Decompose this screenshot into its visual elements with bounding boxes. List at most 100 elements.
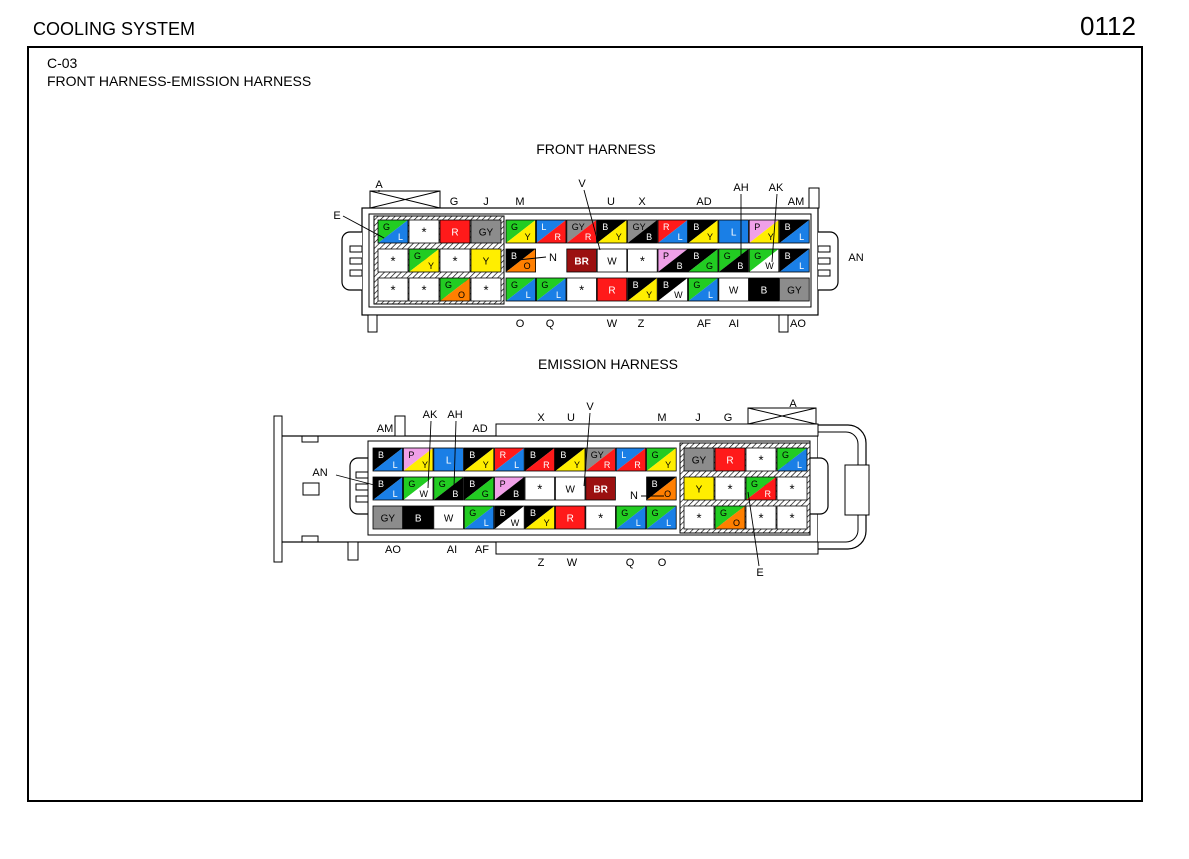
emission-label-m: M <box>657 412 666 424</box>
svg-text:L: L <box>393 460 398 470</box>
emission-terminal-r2-c13: GR <box>745 476 777 501</box>
emission-terminal-r3-c6: BY <box>524 505 556 530</box>
front-terminal-r3-c6: GL <box>536 277 567 302</box>
svg-text:B: B <box>415 514 422 525</box>
svg-text:R: R <box>543 460 550 470</box>
page-title: COOLING SYSTEM <box>33 19 196 39</box>
front-label-j: J <box>483 196 489 208</box>
svg-text:B: B <box>511 251 517 261</box>
front-label-w: W <box>607 318 618 330</box>
svg-text:Y: Y <box>616 232 622 242</box>
svg-text:G: G <box>445 280 452 290</box>
svg-text:Y: Y <box>483 257 490 268</box>
front-terminal-r3-c10: BW <box>657 277 689 302</box>
svg-text:L: L <box>621 450 626 460</box>
svg-text:*: * <box>421 225 426 240</box>
svg-text:O: O <box>733 518 740 528</box>
emission-terminal-r2-c7: W <box>555 476 586 501</box>
front-terminal-r1-c5: GY <box>505 219 537 244</box>
svg-text:B: B <box>469 479 475 489</box>
front-terminal-r1-c13: PY <box>748 219 780 244</box>
emission-terminal-r3-c9: GL <box>615 505 647 530</box>
svg-text:B: B <box>737 261 743 271</box>
svg-text:Y: Y <box>428 261 434 271</box>
front-terminal-r2-c14: BL <box>779 248 810 273</box>
svg-text:W: W <box>444 514 454 525</box>
front-label-ah: AH <box>733 182 748 194</box>
emission-terminal-r2-c14: * <box>776 476 808 501</box>
svg-text:*: * <box>696 511 701 526</box>
svg-text:R: R <box>663 222 670 232</box>
svg-text:G: G <box>754 251 761 261</box>
emission-terminal-r1-c2: PY <box>402 447 434 472</box>
svg-text:P: P <box>500 479 506 489</box>
front-label-z: Z <box>638 318 645 330</box>
emission-terminal-r1-c13: * <box>745 447 777 472</box>
front-terminal-r3-c11: GL <box>688 277 719 302</box>
svg-text:L: L <box>797 460 802 470</box>
emission-label-ao: AO <box>385 544 401 556</box>
svg-text:B: B <box>602 222 608 232</box>
svg-text:B: B <box>530 450 536 460</box>
emission-terminal-r2-c8: BR <box>585 476 616 501</box>
svg-text:B: B <box>378 479 384 489</box>
emission-terminal-r1-c14: GL <box>776 447 808 472</box>
svg-text:G: G <box>414 251 421 261</box>
svg-text:L: L <box>636 518 641 528</box>
emission-terminal-r3-c14: * <box>776 505 808 530</box>
svg-text:L: L <box>526 290 531 300</box>
svg-text:*: * <box>727 482 732 497</box>
svg-text:Y: Y <box>646 290 652 300</box>
svg-text:L: L <box>398 232 403 242</box>
emission-terminal-r1-c7: BY <box>555 447 586 472</box>
svg-text:B: B <box>378 450 384 460</box>
svg-text:B: B <box>469 450 475 460</box>
svg-text:R: R <box>500 450 507 460</box>
emission-terminal-r2-c1: BL <box>372 476 404 501</box>
emission-label-a: A <box>789 398 797 410</box>
emission-label-e: E <box>756 567 763 579</box>
svg-text:B: B <box>693 251 699 261</box>
svg-text:L: L <box>799 232 804 242</box>
emission-label-ah: AH <box>447 409 462 421</box>
emission-terminal-r2-c3: GB <box>433 476 464 501</box>
emission-terminal-r1-c4: BY <box>463 447 495 472</box>
svg-text:BR: BR <box>574 257 589 268</box>
svg-text:*: * <box>758 511 763 526</box>
svg-text:O: O <box>524 261 531 271</box>
emission-label-j: J <box>695 412 701 424</box>
svg-text:Y: Y <box>422 460 428 470</box>
front-label-a: A <box>375 179 383 191</box>
svg-text:*: * <box>537 482 542 497</box>
svg-text:B: B <box>500 508 506 518</box>
svg-text:O: O <box>664 489 671 499</box>
front-label-e: E <box>333 210 340 222</box>
svg-text:L: L <box>731 228 737 239</box>
front-terminal-r1-c6: LR <box>536 219 567 244</box>
svg-text:GY: GY <box>381 514 396 525</box>
svg-text:G: G <box>469 508 476 518</box>
connector-code: C-03 <box>47 55 78 71</box>
emission-terminal-r2-c4: BG <box>463 476 495 501</box>
emission-terminal-r2-c2: GW <box>402 476 434 501</box>
front-terminal-r1-c2: * <box>408 219 440 244</box>
svg-text:O: O <box>458 290 465 300</box>
emission-label-ak: AK <box>423 409 438 421</box>
front-label-m: M <box>515 196 524 208</box>
front-terminal-r2-c12: GB <box>718 248 749 273</box>
front-label-u: U <box>607 196 615 208</box>
front-terminal-r3-c3: GO <box>439 277 471 302</box>
svg-text:Y: Y <box>665 460 671 470</box>
svg-text:L: L <box>678 232 683 242</box>
svg-text:P: P <box>408 450 414 460</box>
svg-text:G: G <box>482 489 489 499</box>
front-terminal-r2-c4: Y <box>470 248 502 273</box>
svg-text:B: B <box>663 280 669 290</box>
svg-text:L: L <box>799 261 804 271</box>
svg-text:P: P <box>663 251 669 261</box>
front-terminal-r3-c4: * <box>470 277 502 302</box>
svg-text:*: * <box>452 254 457 269</box>
front-terminal-r2-c11: BG <box>688 248 719 273</box>
